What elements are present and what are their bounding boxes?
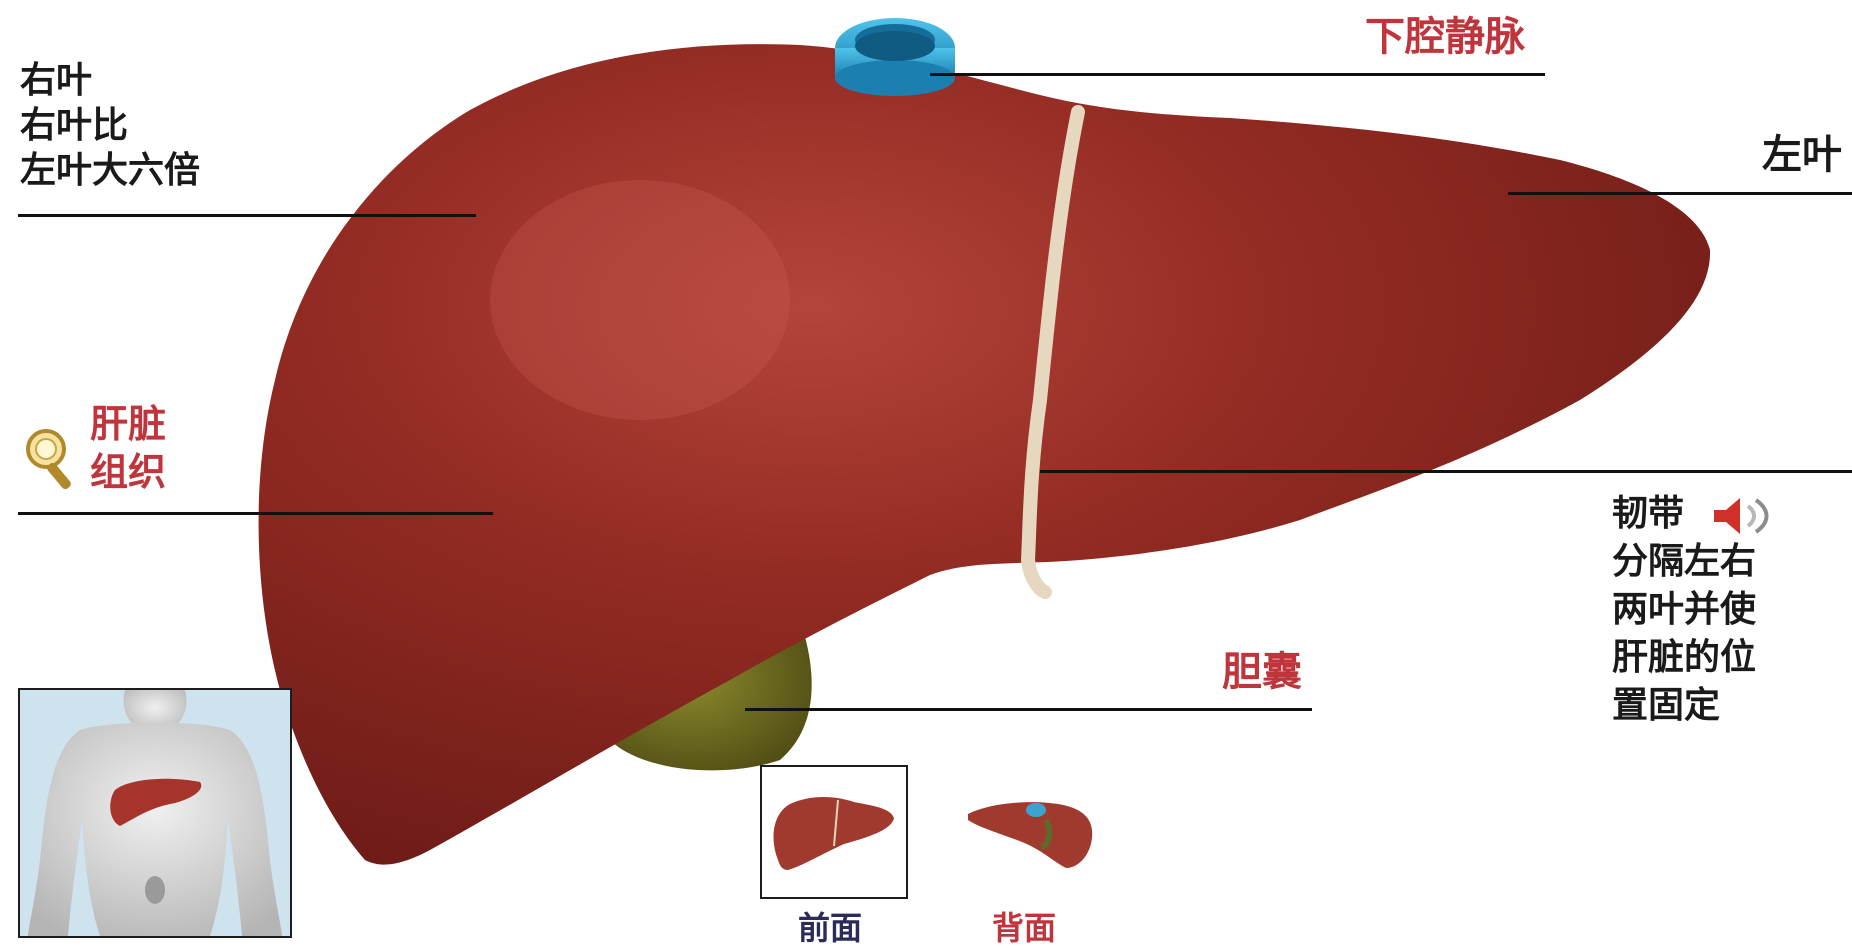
liver-tissue-line-2: 组织: [90, 448, 166, 496]
speaker-icon[interactable]: [1710, 492, 1778, 540]
right-lobe-title: 右叶: [20, 58, 200, 103]
liver-shape: [259, 44, 1710, 864]
back-view-thumbnail[interactable]: [962, 790, 1100, 880]
left-lobe-label: 左叶: [1762, 130, 1842, 180]
body-location-inset: [18, 688, 292, 938]
gallbladder-leader-line: [745, 708, 1312, 711]
right-lobe-desc-2: 左叶大六倍: [20, 148, 200, 193]
back-view-label[interactable]: 背面: [992, 908, 1056, 948]
left-lobe-leader-line: [1508, 192, 1852, 195]
right-lobe-label: 右叶 右叶比 左叶大六倍: [20, 58, 200, 193]
front-view-thumbnail[interactable]: [766, 790, 898, 880]
right-lobe-desc-1: 右叶比: [20, 103, 200, 148]
ligament-desc-2: 两叶并使: [1612, 586, 1756, 634]
ligament-leader-line: [1040, 470, 1852, 473]
body-figure: [20, 690, 290, 936]
gallbladder-label: 胆囊: [1222, 647, 1302, 697]
liver-tissue-line-1: 肝脏: [90, 400, 166, 448]
liver-tissue-label: 肝脏 组织: [90, 400, 166, 495]
right-lobe-leader-line: [18, 214, 476, 217]
ligament-desc-3: 肝脏的位: [1612, 634, 1756, 682]
ivc-leader-line: [930, 73, 1545, 76]
magnifier-icon[interactable]: [20, 425, 80, 495]
ivc-label: 下腔静脉: [1365, 12, 1525, 62]
front-view-label[interactable]: 前面: [798, 908, 862, 948]
ligament-desc-1: 分隔左右: [1612, 538, 1756, 586]
ligament-desc-4: 置固定: [1612, 682, 1756, 730]
liver-highlight: [490, 180, 790, 420]
liver-tissue-leader-line: [18, 512, 493, 515]
